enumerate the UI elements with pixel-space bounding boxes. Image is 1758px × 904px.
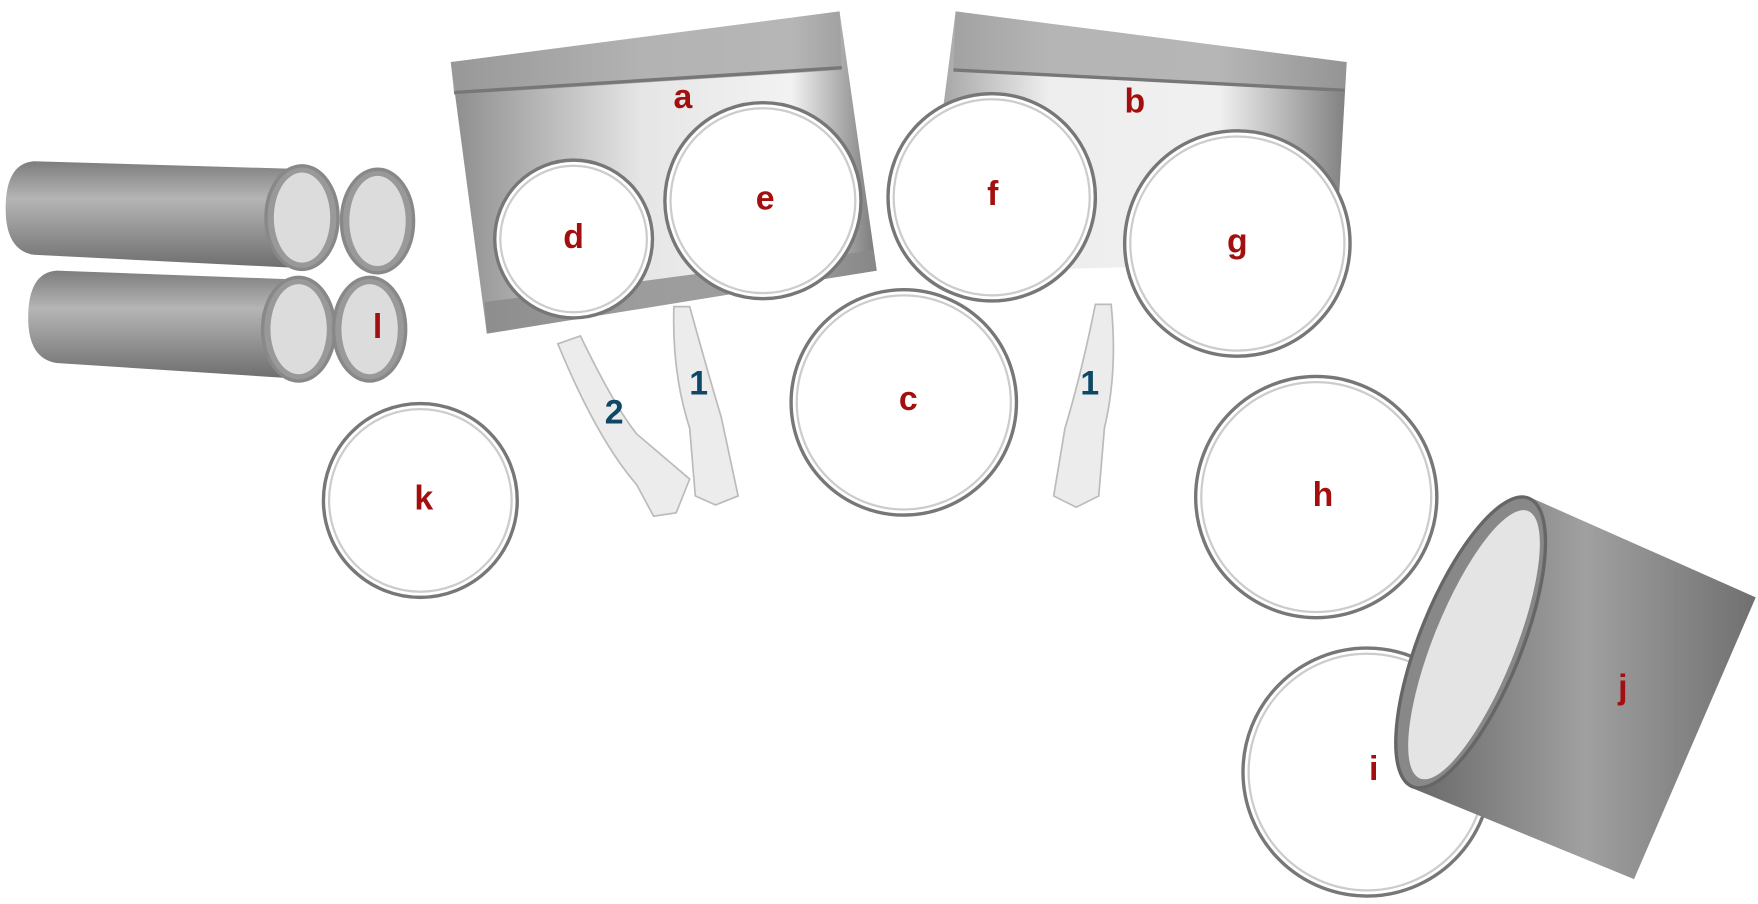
label-d: d xyxy=(563,218,584,256)
pedal-1-left xyxy=(672,305,740,506)
pedal-2 xyxy=(556,334,691,518)
drum-head-k xyxy=(321,401,519,600)
drum-head-h xyxy=(1193,374,1439,620)
drum-head-d xyxy=(493,158,655,320)
label-i: i xyxy=(1369,750,1378,788)
label-c: c xyxy=(899,380,918,418)
drum-head-f xyxy=(886,91,1098,303)
label-g: g xyxy=(1227,222,1248,260)
label-j: j xyxy=(1617,669,1627,707)
drum-head-c xyxy=(789,288,1019,517)
pedal-1-right xyxy=(1052,303,1115,509)
label-k: k xyxy=(414,479,433,517)
label-e: e xyxy=(756,180,775,218)
label-pedal-1-left: 1 xyxy=(689,364,708,402)
floor-tom-j xyxy=(1394,495,1756,880)
label-pedal-2: 2 xyxy=(605,394,624,432)
bass-drum-a xyxy=(450,11,877,334)
label-pedal-1-right: 1 xyxy=(1080,364,1099,402)
label-a: a xyxy=(674,78,694,116)
bass-drum-b xyxy=(886,11,1352,358)
label-l: l xyxy=(373,308,382,346)
drum-head-e xyxy=(663,100,863,301)
label-f: f xyxy=(987,175,999,213)
label-b: b xyxy=(1124,83,1145,121)
tube-drums-l xyxy=(5,161,416,383)
drum-head-g xyxy=(1122,129,1352,358)
label-h: h xyxy=(1313,476,1334,514)
